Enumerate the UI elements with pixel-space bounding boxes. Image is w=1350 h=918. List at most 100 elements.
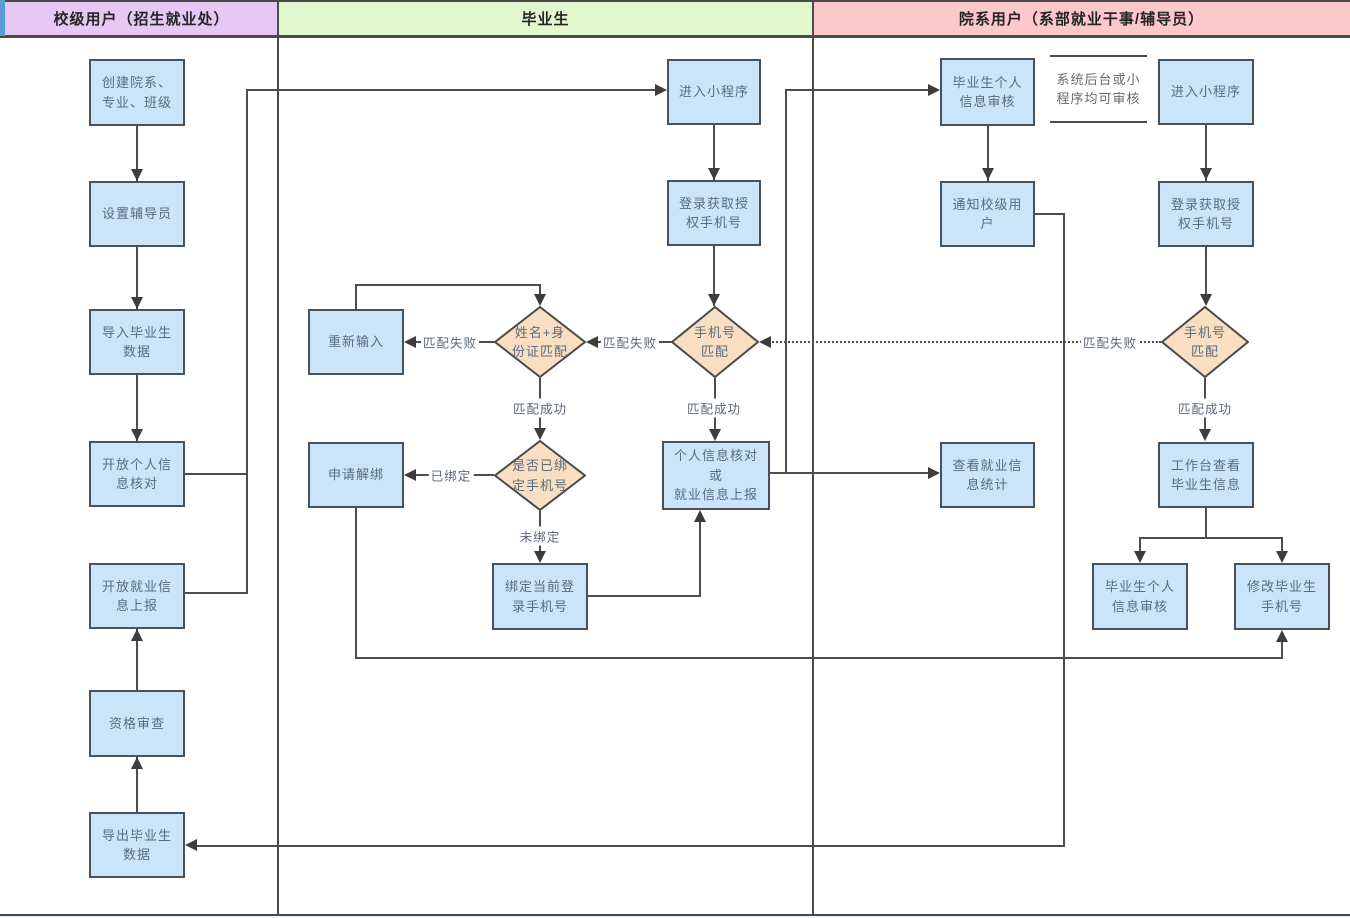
- node-info-check-or-report[interactable]: 个人信息核对 或 就业信息上报: [662, 441, 770, 510]
- decision-bind-check[interactable]: 是否已绑 定手机号: [494, 440, 586, 511]
- connector: [136, 375, 138, 441]
- arrowhead: [982, 168, 994, 180]
- arrowhead: [694, 510, 706, 522]
- lane-header-school-label: 校级用户（招生就业处）: [53, 11, 230, 28]
- node-create-depts[interactable]: 创建院系、 专业、班级: [89, 59, 185, 126]
- arrowhead: [928, 467, 940, 479]
- node-login-get-phone-right[interactable]: 登录获取授 权手机号: [1158, 181, 1254, 247]
- arrowhead: [131, 297, 143, 309]
- arrowhead: [928, 84, 940, 96]
- arrowhead: [708, 294, 720, 306]
- node-bind-current-phone[interactable]: 绑定当前登 录手机号: [492, 563, 588, 630]
- note-audit-channels-label: 系统后台或小 程序均可审核: [1056, 71, 1141, 107]
- node-notify-school-user[interactable]: 通知校级用 户: [940, 181, 1035, 247]
- note-audit-channels[interactable]: 系统后台或小 程序均可审核: [1050, 55, 1147, 123]
- arrowhead: [1276, 630, 1288, 642]
- node-workbench-view-grads[interactable]: 工作台查看 毕业生信息: [1158, 442, 1254, 508]
- edge-label-unbound: 未绑定: [517, 526, 563, 546]
- arrowhead: [131, 629, 143, 641]
- connector: [1035, 213, 1065, 215]
- connector: [1281, 640, 1283, 658]
- connector: [355, 284, 541, 286]
- connector: [185, 592, 247, 594]
- node-qualification-review-label: 资格审查: [108, 715, 165, 731]
- node-workbench-view-grads-label: 工作台查看 毕业生信息: [1170, 457, 1241, 493]
- node-open-info-check[interactable]: 开放个人信 息核对: [89, 441, 185, 507]
- arrowhead: [534, 551, 546, 563]
- node-login-get-phone[interactable]: 登录获取授 权手机号: [667, 180, 761, 246]
- node-set-counselor[interactable]: 设置辅导员: [89, 181, 185, 247]
- connector: [588, 595, 701, 597]
- node-export-grad-data[interactable]: 导出毕业生 数据: [89, 812, 185, 878]
- connector: [246, 89, 248, 594]
- header-bottom-border: [0, 35, 1350, 38]
- node-view-job-stats[interactable]: 查看就业信 息统计: [940, 442, 1035, 508]
- node-open-job-report[interactable]: 开放就业信 息上报: [89, 563, 185, 629]
- arrowhead: [404, 469, 416, 481]
- node-bind-current-phone-label: 绑定当前登 录手机号: [504, 579, 575, 614]
- arrowhead: [759, 336, 771, 348]
- arrowhead: [534, 428, 546, 440]
- connector: [713, 246, 715, 306]
- lane-header-school[interactable]: 校级用户（招生就业处）: [5, 2, 278, 35]
- node-apply-unbind[interactable]: 申请解绑: [308, 442, 404, 508]
- connector: [136, 126, 138, 181]
- node-modify-grad-phone[interactable]: 修改毕业生 手机号: [1234, 563, 1330, 630]
- node-login-get-phone-right-label: 登录获取授 权手机号: [1170, 196, 1241, 232]
- lane-divider-2: [812, 2, 814, 916]
- lane-header-department-label: 院系用户（系部就业干事/辅导员）: [958, 11, 1205, 28]
- node-enter-miniapp-right-label: 进入小程序: [1170, 84, 1241, 100]
- arrowhead: [131, 757, 143, 769]
- node-retry-input[interactable]: 重新输入: [308, 309, 404, 375]
- connector: [185, 473, 247, 475]
- decision-phone-match[interactable]: 手机号 匹配: [671, 306, 759, 378]
- node-modify-grad-phone-label: 修改毕业生 手机号: [1246, 579, 1317, 614]
- arrowhead: [1134, 551, 1146, 563]
- node-export-grad-data-label: 导出毕业生 数据: [101, 827, 172, 863]
- node-view-job-stats-label: 查看就业信 息统计: [952, 457, 1023, 493]
- diamond-shape: [671, 306, 759, 378]
- connector: [136, 629, 138, 690]
- node-grad-info-audit-top-label: 毕业生个人 信息审核: [952, 74, 1023, 110]
- arrowhead: [708, 168, 720, 180]
- node-import-grad-data[interactable]: 导入毕业生 数据: [89, 309, 185, 375]
- arrowhead: [1276, 551, 1288, 563]
- edge-label-match-fail: 匹配失败: [600, 332, 660, 352]
- node-info-check-or-report-label: 个人信息核对 或 就业信息上报: [673, 448, 758, 503]
- node-enter-miniapp[interactable]: 进入小程序: [667, 59, 761, 125]
- edge-label-match-success: 匹配成功: [1175, 398, 1235, 418]
- diamond-shape: [1161, 306, 1249, 378]
- decision-phone-match-label: 手机号 匹配: [693, 324, 736, 360]
- node-grad-info-audit-bottom[interactable]: 毕业生个人 信息审核: [1092, 563, 1188, 630]
- node-apply-unbind-label: 申请解绑: [327, 467, 384, 483]
- connector: [785, 89, 928, 91]
- arrowhead: [185, 839, 197, 851]
- canvas-edge-strip: [0, 916, 1350, 918]
- lane-header-graduate[interactable]: 毕业生: [278, 2, 813, 35]
- diamond-shape: [494, 440, 586, 511]
- connector: [355, 657, 1283, 659]
- connector: [1139, 539, 1141, 553]
- edge-label-match-fail: 匹配失败: [420, 332, 480, 352]
- connector: [785, 89, 787, 473]
- connector: [713, 125, 715, 180]
- connector: [355, 508, 357, 659]
- edge-label-bound: 已绑定: [428, 465, 474, 485]
- diamond-shape: [494, 306, 586, 378]
- node-enter-miniapp-right[interactable]: 进入小程序: [1158, 59, 1254, 125]
- arrowhead: [1200, 168, 1212, 180]
- connector: [246, 89, 656, 91]
- decision-name-id-match[interactable]: 姓名+身 份证匹配: [494, 306, 586, 378]
- node-qualification-review[interactable]: 资格审查: [89, 690, 185, 757]
- node-grad-info-audit-top[interactable]: 毕业生个人 信息审核: [940, 58, 1035, 126]
- node-retry-input-label: 重新输入: [327, 334, 384, 350]
- decision-phone-match-right[interactable]: 手机号 匹配: [1161, 306, 1249, 378]
- node-notify-school-user-label: 通知校级用 户: [952, 196, 1023, 232]
- arrowhead: [131, 429, 143, 441]
- edge-label-match-success: 匹配成功: [684, 398, 744, 418]
- arrowhead: [1200, 294, 1212, 306]
- lane-header-department[interactable]: 院系用户（系部就业干事/辅导员）: [813, 2, 1350, 35]
- connector: [196, 845, 1065, 847]
- connector: [1063, 213, 1065, 847]
